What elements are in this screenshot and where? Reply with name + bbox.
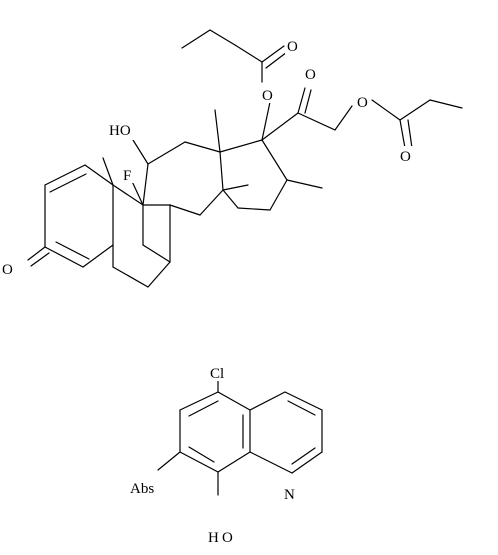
label-oh-11: HO — [109, 123, 131, 139]
quinoline-ring — [157, 377, 323, 496]
label-o-3: O — [2, 262, 13, 278]
label-cl: Cl — [210, 366, 224, 382]
label-o-ester2: O — [357, 95, 368, 111]
label-n: N — [284, 487, 295, 503]
label-o-ester1: O — [287, 39, 298, 55]
ring-b — [112, 184, 171, 288]
ring-a — [27, 164, 114, 268]
ring-c — [142, 141, 224, 263]
label-f-9: F — [123, 168, 131, 184]
label-o-ketone: O — [305, 67, 316, 83]
label-oh-8-o: O — [222, 530, 233, 546]
label-o-ester2-carbonyl: O — [400, 149, 411, 165]
label-oh-8-h: H — [208, 530, 219, 546]
label-iodo: Abs — [130, 481, 154, 497]
steroid-substituents — [102, 29, 463, 206]
label-o-17: O — [262, 88, 273, 104]
ring-d — [219, 139, 323, 211]
atom-labels: HO F O O O O O O Cl Abs N H O — [0, 36, 414, 546]
